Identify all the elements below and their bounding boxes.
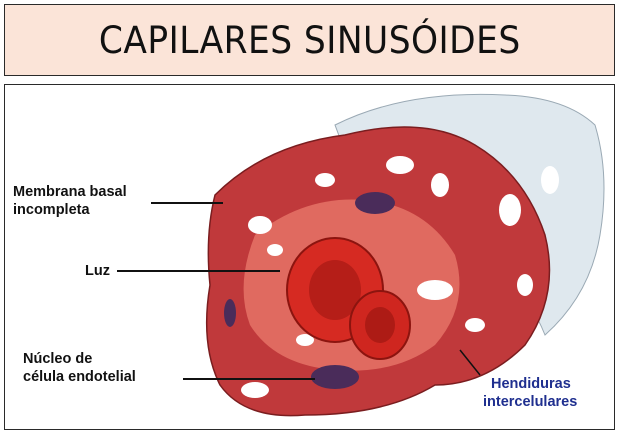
red-blood-cell-center	[309, 260, 361, 320]
fenestration	[465, 318, 485, 332]
fenestration	[296, 334, 314, 346]
title-box: CAPILARES SINUSÓIDES	[4, 4, 615, 76]
fenestration	[541, 166, 559, 194]
fenestration	[315, 173, 335, 187]
red-blood-cell-center	[365, 307, 395, 343]
label-hendiduras: Hendiduras intercelulares	[483, 376, 578, 410]
leader-line-hendiduras	[459, 349, 481, 376]
fenestration	[517, 274, 533, 296]
label-nucleo: Núcleo de célula endotelial	[23, 351, 136, 385]
fenestration	[499, 194, 521, 226]
fenestration	[386, 156, 414, 174]
fenestration	[241, 382, 269, 398]
endothelial-nucleus	[355, 192, 395, 214]
figure-frame: Membrana basal incompleta Luz Núcleo de …	[4, 84, 615, 430]
fenestration	[267, 244, 283, 256]
page-title: CAPILARES SINUSÓIDES	[98, 18, 521, 62]
label-membrana-basal: Membrana basal incompleta	[13, 184, 127, 218]
endothelial-nucleus	[311, 365, 359, 389]
sinusoid-capillary-illustration	[117, 93, 605, 417]
endothelial-nucleus	[224, 299, 236, 327]
fenestration	[431, 173, 449, 197]
label-luz: Luz	[85, 263, 110, 279]
fenestration	[248, 216, 272, 234]
fenestration	[417, 280, 453, 300]
